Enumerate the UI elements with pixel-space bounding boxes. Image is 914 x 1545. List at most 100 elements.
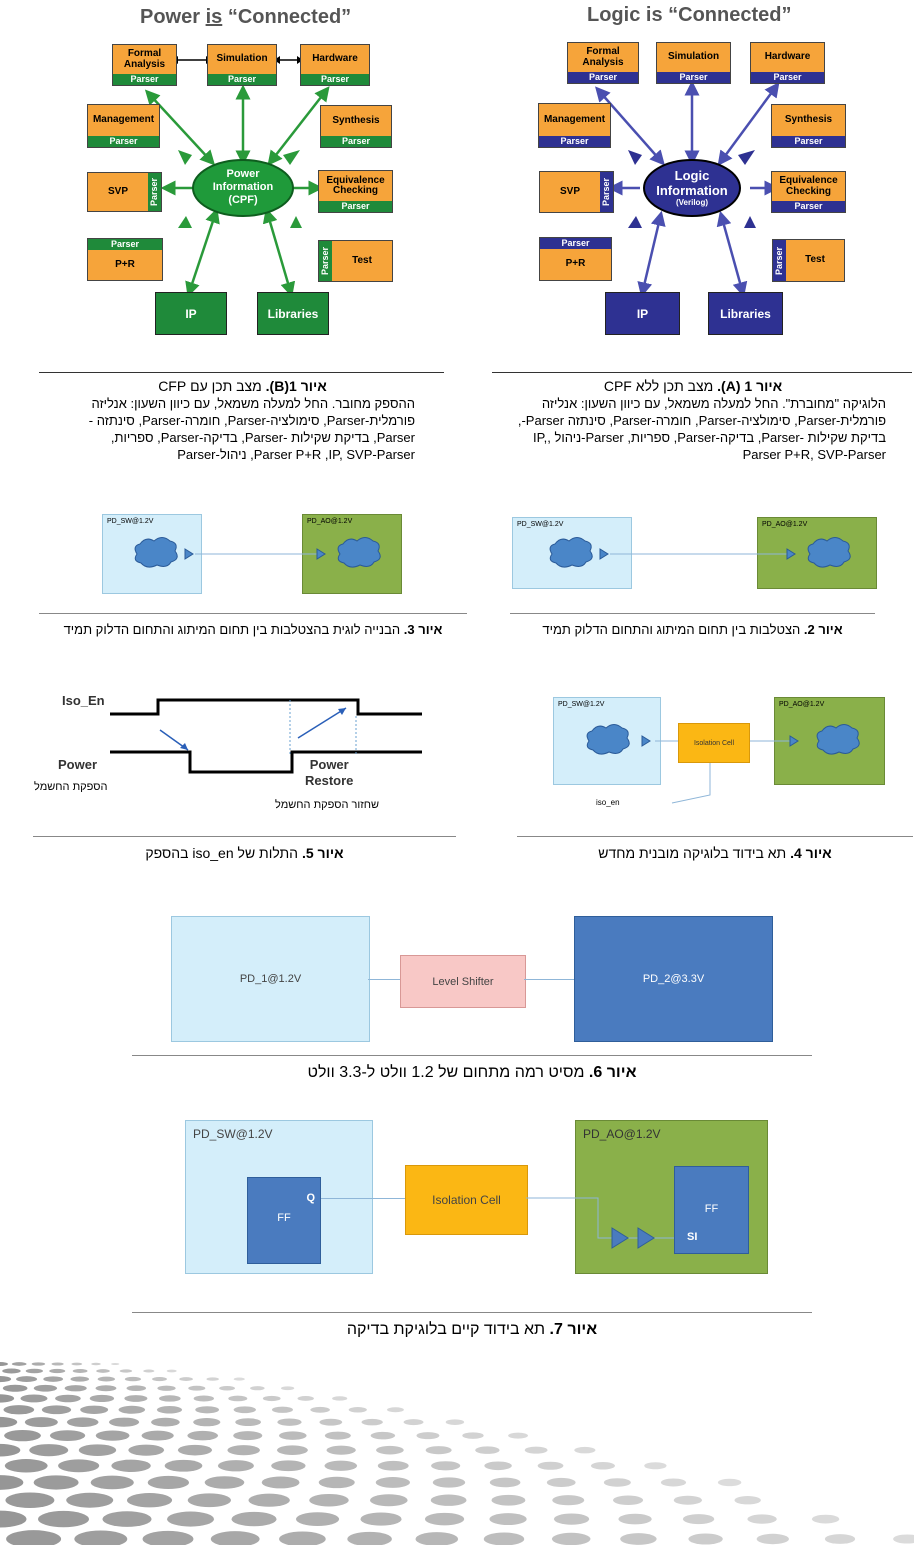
decorative-dot <box>590 1462 615 1470</box>
decorative-dot <box>111 1459 151 1472</box>
decorative-dot <box>210 1531 260 1545</box>
decorative-dot <box>369 1494 408 1507</box>
fig5-caption-label: איור 5. <box>301 845 344 861</box>
fig5-power-restore-l1: Power <box>309 757 349 772</box>
fig1b-ip-label: IP <box>185 306 197 321</box>
decorative-dot <box>111 1362 120 1366</box>
fig1a-management-label: Management <box>539 104 610 136</box>
fig3-pd-ao-label: PD_AO@1.2V <box>307 518 353 525</box>
fig1b-pr-label: P+R <box>88 250 162 280</box>
fig1b-simulation-label: Simulation <box>208 45 276 74</box>
decorative-dot <box>74 1530 128 1545</box>
fig3-rule <box>39 613 467 614</box>
fig1a-test-parser-text: Parser <box>774 246 785 275</box>
fig1b-test-label: Test <box>332 241 392 281</box>
fig5-power-label: Power <box>58 757 98 772</box>
decorative-dot <box>231 1511 277 1527</box>
decorative-dot <box>233 1377 245 1381</box>
fig7-caption: איור 7. תא בידוד קיים בלוגיקת בדיקה <box>132 1321 812 1338</box>
decorative-dot <box>95 1430 130 1441</box>
decorative-dot <box>179 1377 193 1381</box>
decorative-dot <box>141 1430 174 1441</box>
decorative-dot <box>297 1396 314 1401</box>
decorative-dot <box>489 1513 527 1526</box>
decorative-dot <box>25 1368 43 1374</box>
decorative-dot <box>360 1512 402 1526</box>
decorative-dot <box>375 1477 410 1488</box>
fig1a-caption-head: מצב תכן ללא CPF <box>603 378 718 394</box>
decorative-dot <box>280 1386 295 1391</box>
decorative-dot <box>277 1418 302 1426</box>
fig7-isolation-cell-label: Isolation Cell <box>432 1193 501 1207</box>
fig3-wiring <box>134 537 381 568</box>
fig4-isolation-cell: Isolation Cell <box>678 723 750 763</box>
decorative-dot <box>102 1511 152 1527</box>
decorative-dot <box>361 1418 383 1426</box>
fig1a-management-box: Management Parser <box>538 103 611 148</box>
fig1a-ip-box: IP <box>605 292 680 335</box>
fig4-caption: איור 4. תא בידוד בלוגיקה מובנית מחדש <box>517 845 913 862</box>
decorative-dot <box>537 1461 564 1470</box>
decorative-dot <box>96 1369 110 1373</box>
fig6-wire-1 <box>368 979 400 980</box>
fig1a-test-box: Parser Test <box>772 239 845 282</box>
decorative-dot <box>156 1406 183 1414</box>
fig1b-title-post: “Connected” <box>222 6 352 28</box>
fig4-wiring <box>586 724 860 804</box>
decorative-dot <box>126 1385 147 1392</box>
decorative-dot <box>553 1513 590 1525</box>
fig1a-caption-label: איור 1 (A). <box>717 378 783 394</box>
decorative-dot <box>167 1511 215 1527</box>
fig1b-title-pre: Power <box>140 6 206 28</box>
decorative-dot <box>91 1362 101 1366</box>
fig5-power-restore-l2: Restore <box>305 773 354 788</box>
decorative-dot <box>0 1510 27 1528</box>
fig1a-synthesis-box: Synthesis Parser <box>771 104 846 148</box>
decorative-dots-pattern <box>0 1362 914 1545</box>
fig1a-svp-label: SVP <box>540 172 600 212</box>
fig6-level-shifter: Level Shifter <box>400 955 526 1008</box>
decorative-dot <box>90 1475 134 1490</box>
decorative-dot <box>377 1460 409 1471</box>
decorative-dot <box>324 1460 358 1471</box>
decorative-dot <box>64 1385 87 1392</box>
fig1a-center-l3: (Verilog) <box>675 198 708 207</box>
fig5-caption-text: התלות של iso_en בהספק <box>145 845 302 861</box>
fig6-shifter-label: Level Shifter <box>432 975 494 988</box>
decorative-dot <box>462 1432 484 1439</box>
decorative-dot <box>432 1477 466 1488</box>
fig7-si-label: SI <box>687 1231 698 1243</box>
fig7-wiring <box>526 1197 676 1249</box>
decorative-dot <box>193 1395 215 1402</box>
fig5-caption: איור 5. התלות של iso_en בהספק <box>33 845 456 862</box>
decorative-dot <box>296 1512 340 1526</box>
fig1a-pr-parser: Parser <box>540 238 611 249</box>
decorative-dot <box>152 1377 167 1382</box>
fig1a-svp-parser: Parser <box>600 172 613 212</box>
decorative-dot <box>41 1405 72 1415</box>
decorative-dot <box>310 1406 330 1413</box>
fig1b-center-l3: (CPF) <box>228 194 258 206</box>
decorative-dot <box>233 1431 263 1441</box>
fig2-caption-label: איור 2. <box>803 622 843 637</box>
fig6-pd1-label: PD_1@1.2V <box>239 973 302 985</box>
decorative-dot <box>416 1432 440 1440</box>
decorative-dot <box>756 1533 789 1545</box>
fig1b-svp-parser: Parser <box>148 173 161 211</box>
fig1b-equivalence-l1: Equivalence <box>326 174 385 186</box>
fig3-caption-text: הבנייה לוגית בהצטלבות בין תחום המיתוג וה… <box>63 622 404 637</box>
fig1b-hardware-label: Hardware <box>301 45 369 74</box>
decorative-dot <box>324 1431 351 1440</box>
decorative-dot <box>893 1534 914 1544</box>
fig1a-hardware-box: Hardware Parser <box>750 42 825 84</box>
decorative-dot <box>6 1530 62 1545</box>
fig1b-hardware-parser: Parser <box>301 74 369 85</box>
decorative-dot <box>250 1386 265 1391</box>
decorative-dot <box>319 1418 343 1426</box>
decorative-dot <box>0 1394 15 1403</box>
decorative-dot <box>124 1395 148 1402</box>
fig2-caption-text: הצטלבות בין תחום המיתוג והתחום הדלוק תמי… <box>542 622 804 637</box>
fig4-caption-text: תא בידוד בלוגיקה מובנית מחדש <box>598 845 791 861</box>
decorative-dot <box>484 1461 512 1471</box>
